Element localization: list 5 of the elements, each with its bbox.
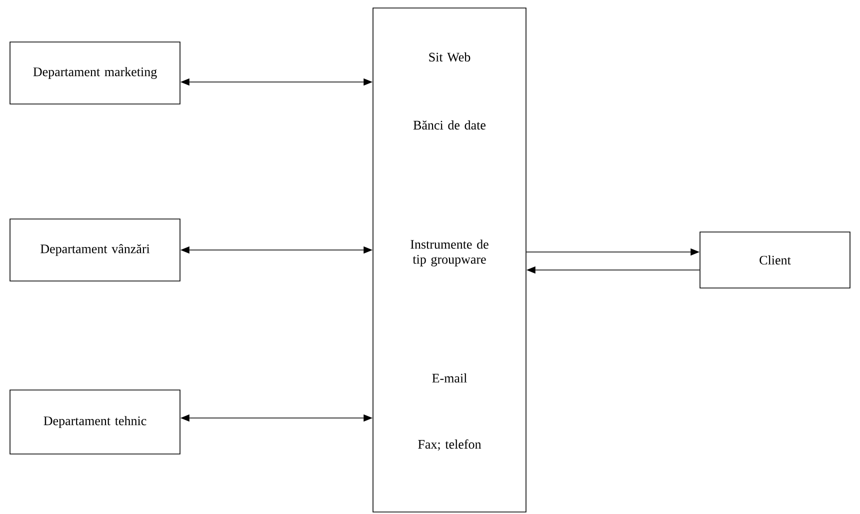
box: Client bbox=[700, 232, 850, 288]
box: Sit Web Bănci de date Instrumente de tip groupware E-mail Fax; telefon bbox=[372, 8, 526, 512]
box: Departament vânzări bbox=[10, 218, 180, 282]
box: Departament marketing bbox=[10, 42, 180, 104]
box: Departament tehnic bbox=[10, 390, 180, 454]
